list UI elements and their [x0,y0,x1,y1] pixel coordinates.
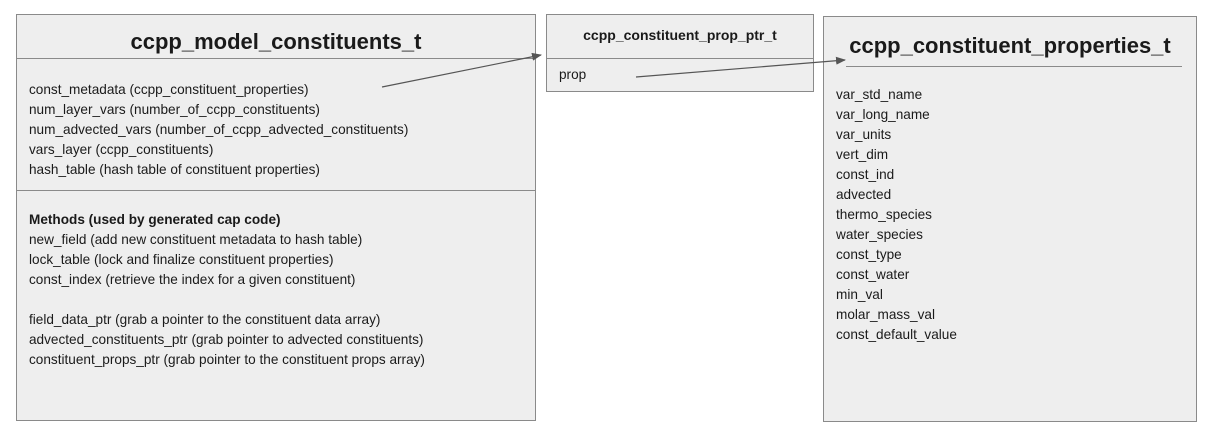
class-title-divider [17,58,535,59]
attribute-line: prop [559,67,587,82]
attribute-line: const_water [836,267,910,282]
prop-ptr-class-box: ccpp_constituent_prop_ptr_t prop [546,14,814,92]
attribute-line: const_type [836,247,902,262]
method-line: const_index (retrieve the index for a gi… [29,272,356,287]
method-line: field_data_ptr (grab a pointer to the co… [29,312,381,327]
model-constituents-class-title: ccpp_model_constituents_t [130,29,422,54]
constituent-properties-class-title: ccpp_constituent_properties_t [849,33,1171,58]
attribute-line: const_metadata (ccpp_constituent_propert… [29,82,309,97]
attribute-line: molar_mass_val [836,307,935,322]
attribute-line: advected [836,187,892,202]
prop-ptr-attributes: prop [559,65,586,85]
methods-group-spacer [29,290,425,310]
constituent-properties-attributes: var_std_name var_long_name var_units ver… [836,85,957,345]
attribute-line: const_ind [836,167,895,182]
class-title-divider [846,66,1182,67]
method-line: new_field (add new constituent metadata … [29,232,363,247]
attribute-line: thermo_species [836,207,932,222]
model-constituents-class-box: ccpp_model_constituents_t const_metadata… [16,14,536,421]
class-title-divider [547,58,813,59]
method-line: constituent_props_ptr (grab pointer to t… [29,352,425,367]
attribute-line: vars_layer (ccpp_constituents) [29,142,214,157]
attribute-line: const_default_value [836,327,957,342]
attribute-line: vert_dim [836,147,889,162]
method-line: advected_constituents_ptr (grab pointer … [29,332,424,347]
methods-heading: Methods (used by generated cap code) [29,212,281,227]
method-line: lock_table (lock and finalize constituen… [29,252,334,267]
attribute-line: hash_table (hash table of constituent pr… [29,162,320,177]
model-constituents-methods: Methods (used by generated cap code) new… [29,210,425,370]
constituent-properties-class-box: ccpp_constituent_properties_t var_std_na… [823,16,1197,422]
attributes-methods-divider [17,190,535,191]
prop-ptr-class-title: ccpp_constituent_prop_ptr_t [583,27,777,43]
attribute-line: var_units [836,127,892,142]
attribute-line: min_val [836,287,883,302]
attribute-line: num_layer_vars (number_of_ccpp_constitue… [29,102,320,117]
attribute-line: var_long_name [836,107,930,122]
attribute-line: water_species [836,227,923,242]
attribute-line: num_advected_vars (number_of_ccpp_advect… [29,122,409,137]
model-constituents-attributes: const_metadata (ccpp_constituent_propert… [29,80,408,180]
attribute-line: var_std_name [836,87,923,102]
